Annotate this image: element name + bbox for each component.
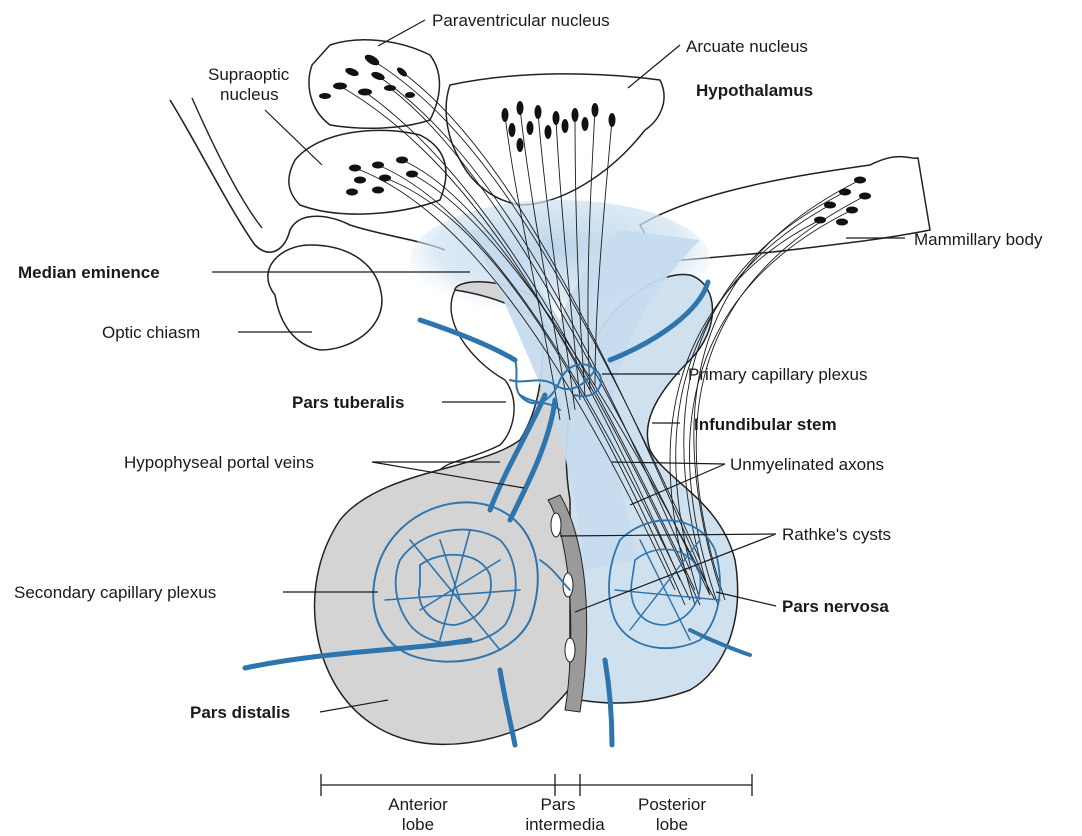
label-arcuate: Arcuate nucleus (686, 37, 808, 56)
pars-tuberalis-shape (440, 290, 514, 470)
scale-bar (321, 774, 752, 796)
arcuate-region (446, 74, 664, 205)
label-mammillary: Mammillary body (914, 230, 1043, 249)
label-supraoptic-1: Supraoptic (208, 65, 290, 84)
brain-outline-inner (192, 98, 262, 228)
label-hypothalamus: Hypothalamus (696, 81, 813, 100)
label-unmyelinated: Unmyelinated axons (730, 455, 884, 474)
label-supraoptic-2: nucleus (220, 85, 279, 104)
rathke-cyst (551, 513, 561, 537)
label-primary-plexus: Primary capillary plexus (688, 365, 868, 384)
optic-chiasm-shape (268, 245, 382, 350)
scale-anterior-1: Anterior (388, 795, 448, 814)
label-pars-nervosa: Pars nervosa (782, 597, 889, 616)
supraoptic-region (289, 130, 446, 214)
scale-intermedia-1: Pars (541, 795, 576, 814)
scale-anterior-2: lobe (402, 815, 434, 834)
scale-intermedia-2: intermedia (525, 815, 605, 834)
label-optic-chiasm: Optic chiasm (102, 323, 200, 342)
label-secondary-plexus: Secondary capillary plexus (14, 583, 216, 602)
rathke-cyst (565, 638, 575, 662)
label-median-eminence: Median eminence (18, 263, 160, 282)
scale-posterior-1: Posterior (638, 795, 706, 814)
label-pars-distalis: Pars distalis (190, 703, 290, 722)
label-infundibular: Infundibular stem (694, 415, 837, 434)
label-portal-veins: Hypophyseal portal veins (124, 453, 314, 472)
scale-posterior-2: lobe (656, 815, 688, 834)
label-pars-tuberalis: Pars tuberalis (292, 393, 404, 412)
label-paraventricular: Paraventricular nucleus (432, 11, 610, 30)
label-rathke: Rathke's cysts (782, 525, 891, 544)
